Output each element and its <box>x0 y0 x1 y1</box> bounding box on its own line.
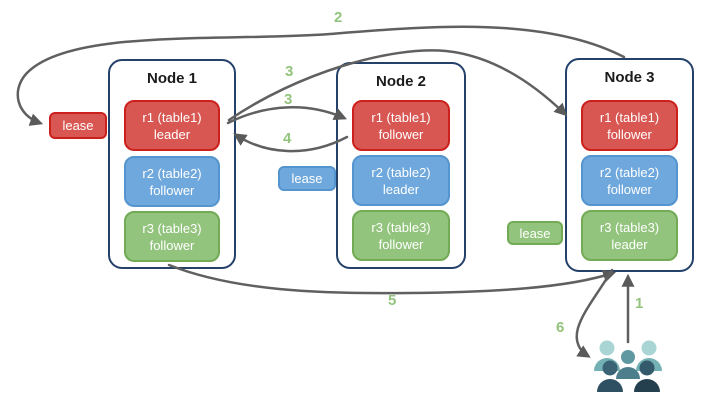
replica-role: follower <box>378 126 424 142</box>
replica-label: r1 (table1) <box>371 109 431 125</box>
node-1-title: Node 1 <box>146 70 197 87</box>
replica-label: r3 (table3) <box>371 219 431 235</box>
lease-badge-table3: lease <box>507 221 563 245</box>
replica-label: r1 (table1) <box>142 109 202 125</box>
node-1: Node 1 r1 (table1) leader r2 (table2) fo… <box>108 59 236 269</box>
user-front-left <box>597 360 623 392</box>
node3-replica-r1: r1 (table1) follower <box>581 100 678 151</box>
lease-badge-table1: lease <box>49 112 107 139</box>
replica-role: follower <box>607 126 652 142</box>
node-3: Node 3 r1 (table1) follower r2 (table2) … <box>565 58 694 272</box>
replica-role: follower <box>149 237 195 253</box>
replica-label: r2 (table2) <box>142 165 202 181</box>
replica-label: r2 (table2) <box>371 164 431 180</box>
replica-role: follower <box>607 181 652 197</box>
node-3-title: Node 3 <box>604 69 655 86</box>
step-label-3-upper: 3 <box>285 63 294 80</box>
replica-role: leader <box>153 126 191 142</box>
node3-replica-r2: r2 (table2) follower <box>581 155 678 206</box>
step-label-5: 5 <box>388 292 397 309</box>
replica-label: r2 (table2) <box>599 164 660 180</box>
users-icon <box>594 340 662 392</box>
node1-replica-r1: r1 (table1) leader <box>124 100 220 151</box>
node-2-title: Node 2 <box>375 73 426 90</box>
node-2: Node 2 r1 (table1) follower r2 (table2) … <box>336 62 466 269</box>
step-label-1: 1 <box>635 295 644 312</box>
arrow-step4-node2-to-leader <box>233 133 349 153</box>
replica-role: leader <box>611 236 648 252</box>
lease-badge-table2: lease <box>278 166 336 191</box>
step-label-3-lower: 3 <box>284 91 293 108</box>
replica-role: leader <box>382 181 420 197</box>
node3-replica-r3: r3 (table3) leader <box>581 210 678 261</box>
replica-role: follower <box>149 182 195 198</box>
replica-label: r1 (table1) <box>599 109 660 125</box>
step-label-4: 4 <box>283 130 292 147</box>
node1-replica-r2: r2 (table2) follower <box>124 156 220 207</box>
replica-label: r3 (table3) <box>599 219 660 235</box>
step-label-2: 2 <box>334 9 343 26</box>
replica-label: r3 (table3) <box>142 220 202 236</box>
node2-replica-r2: r2 (table2) leader <box>352 155 450 206</box>
step-label-6: 6 <box>556 319 565 336</box>
node2-replica-r3: r3 (table3) follower <box>352 210 450 261</box>
arrow-step5-node1-to-node3 <box>167 263 617 295</box>
node1-replica-r3: r3 (table3) follower <box>124 211 220 262</box>
arrow-step3-leader-to-node2 <box>226 106 347 125</box>
node2-replica-r1: r1 (table1) follower <box>352 100 450 151</box>
user-middle <box>616 350 640 379</box>
user-front-right <box>634 360 660 392</box>
replica-role: follower <box>378 236 424 252</box>
